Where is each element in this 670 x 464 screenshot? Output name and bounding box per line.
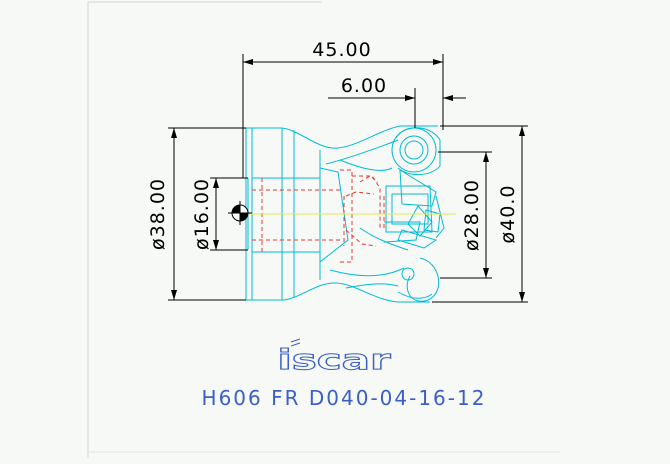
dimension-lines <box>168 54 528 303</box>
tool-body <box>245 125 445 303</box>
hidden-lines <box>252 169 385 263</box>
insert-top <box>391 127 441 175</box>
dim-bore-diameter: ø16.00 <box>191 178 213 250</box>
section-symbol <box>228 201 252 225</box>
dim-insert-offset: 6.00 <box>341 75 387 97</box>
dim-cutting-diameter: ø40.0 <box>497 185 519 244</box>
dim-inner-cut-diameter: ø28.00 <box>461 179 483 251</box>
iscar-logo: iscar <box>277 338 392 377</box>
dim-shank-diameter: ø38.00 <box>147 178 169 250</box>
part-number: H606 FR D040-04-16-12 <box>202 386 487 410</box>
dimension-arrows <box>171 59 525 302</box>
svg-text:iscar: iscar <box>277 344 391 376</box>
dim-overall-length: 45.00 <box>312 39 371 61</box>
